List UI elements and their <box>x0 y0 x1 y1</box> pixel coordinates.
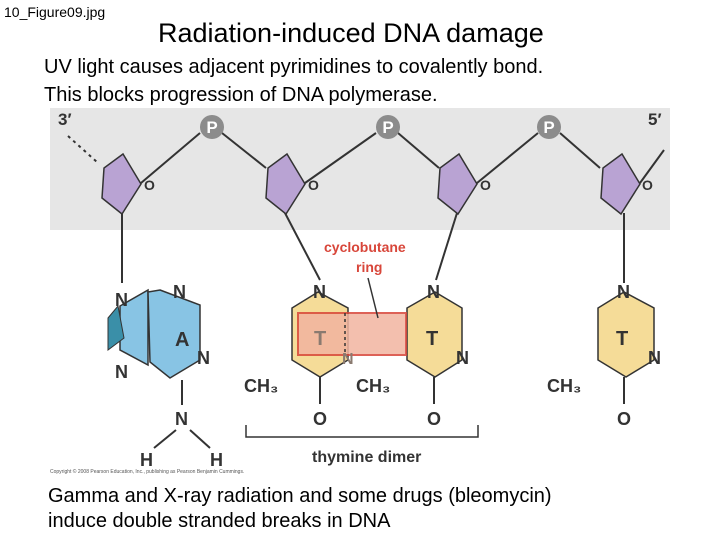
svg-text:H: H <box>210 450 223 470</box>
thymine-dimer-label: thymine dimer <box>312 449 421 466</box>
bullet-line-1: UV light causes adjacent pyrimidines to … <box>44 56 544 78</box>
sugar-4 <box>600 152 641 216</box>
svg-text:N: N <box>197 348 210 368</box>
phosphate-label-2: P <box>382 118 393 137</box>
thymine-single: T N N CH₃ O <box>547 282 661 429</box>
sugar-oxygen-3: O <box>480 177 491 193</box>
sugar-1 <box>101 152 142 216</box>
svg-text:N: N <box>115 362 128 382</box>
svg-text:N: N <box>173 282 186 302</box>
backbone-lines <box>121 132 665 283</box>
backbone-band <box>50 108 670 230</box>
thymine-1-label: T <box>314 328 326 350</box>
ch3-label-3: CH₃ <box>547 376 581 396</box>
svg-text:O: O <box>617 409 631 429</box>
bullet-bottom-line-1: Gamma and X-ray radiation and some drugs… <box>48 485 552 507</box>
end-5-label: 5′ <box>648 110 662 129</box>
svg-text:N: N <box>115 290 128 310</box>
svg-text:H: H <box>140 450 153 470</box>
svg-text:O: O <box>313 409 327 429</box>
thymine-dimer: T T N N N N CH₃ CH₃ O O cyclobutane ring… <box>244 239 479 466</box>
phosphate-1 <box>200 115 224 139</box>
svg-text:N: N <box>175 409 188 429</box>
phosphate-label-3: P <box>543 118 554 137</box>
cyclobutane-label-1: cyclobutane <box>324 239 406 255</box>
phosphate-group: P P P <box>200 115 561 139</box>
cyclobutane-label-2: ring <box>356 259 382 275</box>
thymine-3-label: T <box>616 328 628 350</box>
sugar-oxygen-1: O <box>144 177 155 193</box>
ch3-label-1: CH₃ <box>244 376 278 396</box>
adenine-ring-large <box>147 289 201 379</box>
phosphate-3 <box>537 115 561 139</box>
svg-text:N: N <box>427 282 440 302</box>
file-label: 10_Figure09.jpg <box>4 4 106 20</box>
thymine-3-ring <box>597 291 655 378</box>
adenine-base: A N N N N N H H <box>107 282 223 470</box>
ch3-label-2: CH₃ <box>356 376 390 396</box>
copyright-notice: Copyright © 2008 Pearson Education, Inc.… <box>50 469 245 475</box>
sugar-3 <box>437 152 478 216</box>
adenine-label: A <box>175 329 189 351</box>
end-3-label: 3′ <box>58 110 72 129</box>
svg-text:N: N <box>342 351 354 368</box>
bullet-bottom-line-2: induce double stranded breaks in DNA <box>48 510 391 532</box>
svg-text:N: N <box>456 348 469 368</box>
svg-text:N: N <box>648 348 661 368</box>
cyclobutane-ring <box>297 312 407 356</box>
thymine-2-label: T <box>426 328 438 350</box>
adenine-ring-small <box>119 288 149 367</box>
bullet-line-2: This blocks progression of DNA polymeras… <box>44 84 438 106</box>
sugar-oxygen-2: O <box>308 177 319 193</box>
svg-text:N: N <box>313 282 326 302</box>
slide-title: Radiation-induced DNA damage <box>158 18 544 48</box>
svg-text:O: O <box>427 409 441 429</box>
sugar-group <box>101 152 641 216</box>
sugar-2 <box>265 152 306 216</box>
phosphate-label-1: P <box>206 118 217 137</box>
phosphate-2 <box>376 115 400 139</box>
sugar-oxygen-4: O <box>642 177 653 193</box>
svg-text:N: N <box>617 282 630 302</box>
